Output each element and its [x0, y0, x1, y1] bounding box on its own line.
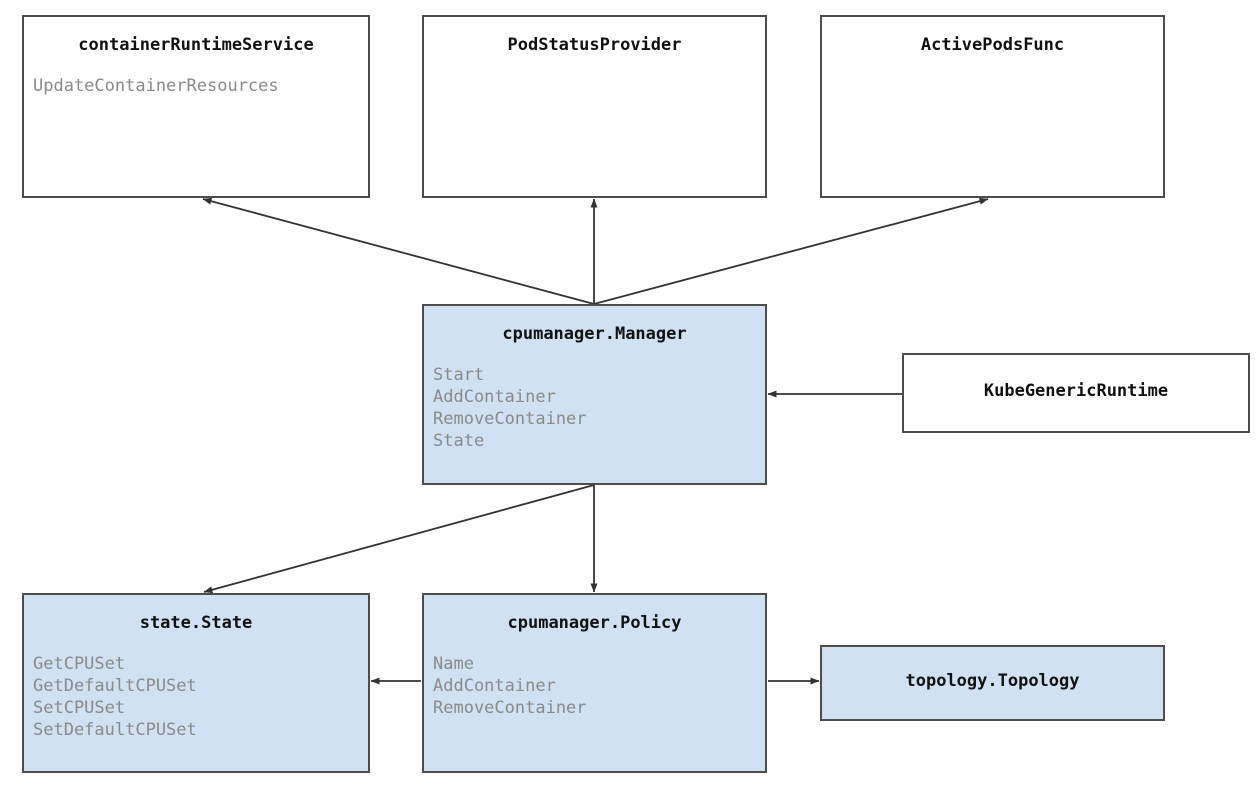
- node-title-topologyTopology: topology.Topology: [905, 671, 1080, 691]
- node-title-cpumanagerPolicy: cpumanager.Policy: [507, 613, 682, 633]
- edge-manager-to-activePodsFunc: [593, 197, 989, 305]
- method-line: RemoveContainer: [433, 409, 587, 429]
- node-title-cpumanagerManager: cpumanager.Manager: [502, 324, 687, 344]
- method-line: RemoveContainer: [433, 698, 587, 718]
- edge-manager-to-stateState: [203, 484, 595, 594]
- method-line: State: [433, 431, 485, 451]
- node-title-kubeGenericRuntime: KubeGenericRuntime: [983, 381, 1169, 401]
- method-line: UpdateContainerResources: [33, 76, 279, 96]
- node-activePodsFunc[interactable]: ActivePodsFunc: [820, 15, 1165, 198]
- method-line: AddContainer: [433, 676, 556, 696]
- node-podStatusProvider[interactable]: PodStatusProvider: [422, 15, 767, 198]
- method-line: SetDefaultCPUSet: [33, 720, 197, 740]
- node-methods-containerRuntimeService: UpdateContainerResources: [24, 75, 368, 97]
- node-title-containerRuntimeService: containerRuntimeService: [78, 35, 314, 55]
- edge-manager-to-containerRuntimeService: [202, 197, 595, 305]
- method-line: Start: [433, 365, 485, 385]
- method-line: AddContainer: [433, 387, 556, 407]
- node-title-activePodsFunc: ActivePodsFunc: [920, 35, 1065, 55]
- node-title-podStatusProvider: PodStatusProvider: [507, 35, 682, 55]
- node-topologyTopology[interactable]: topology.Topology: [820, 645, 1165, 721]
- method-line: SetCPUSet: [33, 698, 126, 718]
- method-line: GetCPUSet: [33, 654, 126, 674]
- node-title-stateState: state.State: [139, 613, 253, 633]
- method-line: Name: [433, 654, 474, 674]
- node-kubeGenericRuntime[interactable]: KubeGenericRuntime: [902, 353, 1250, 433]
- method-line: GetDefaultCPUSet: [33, 676, 197, 696]
